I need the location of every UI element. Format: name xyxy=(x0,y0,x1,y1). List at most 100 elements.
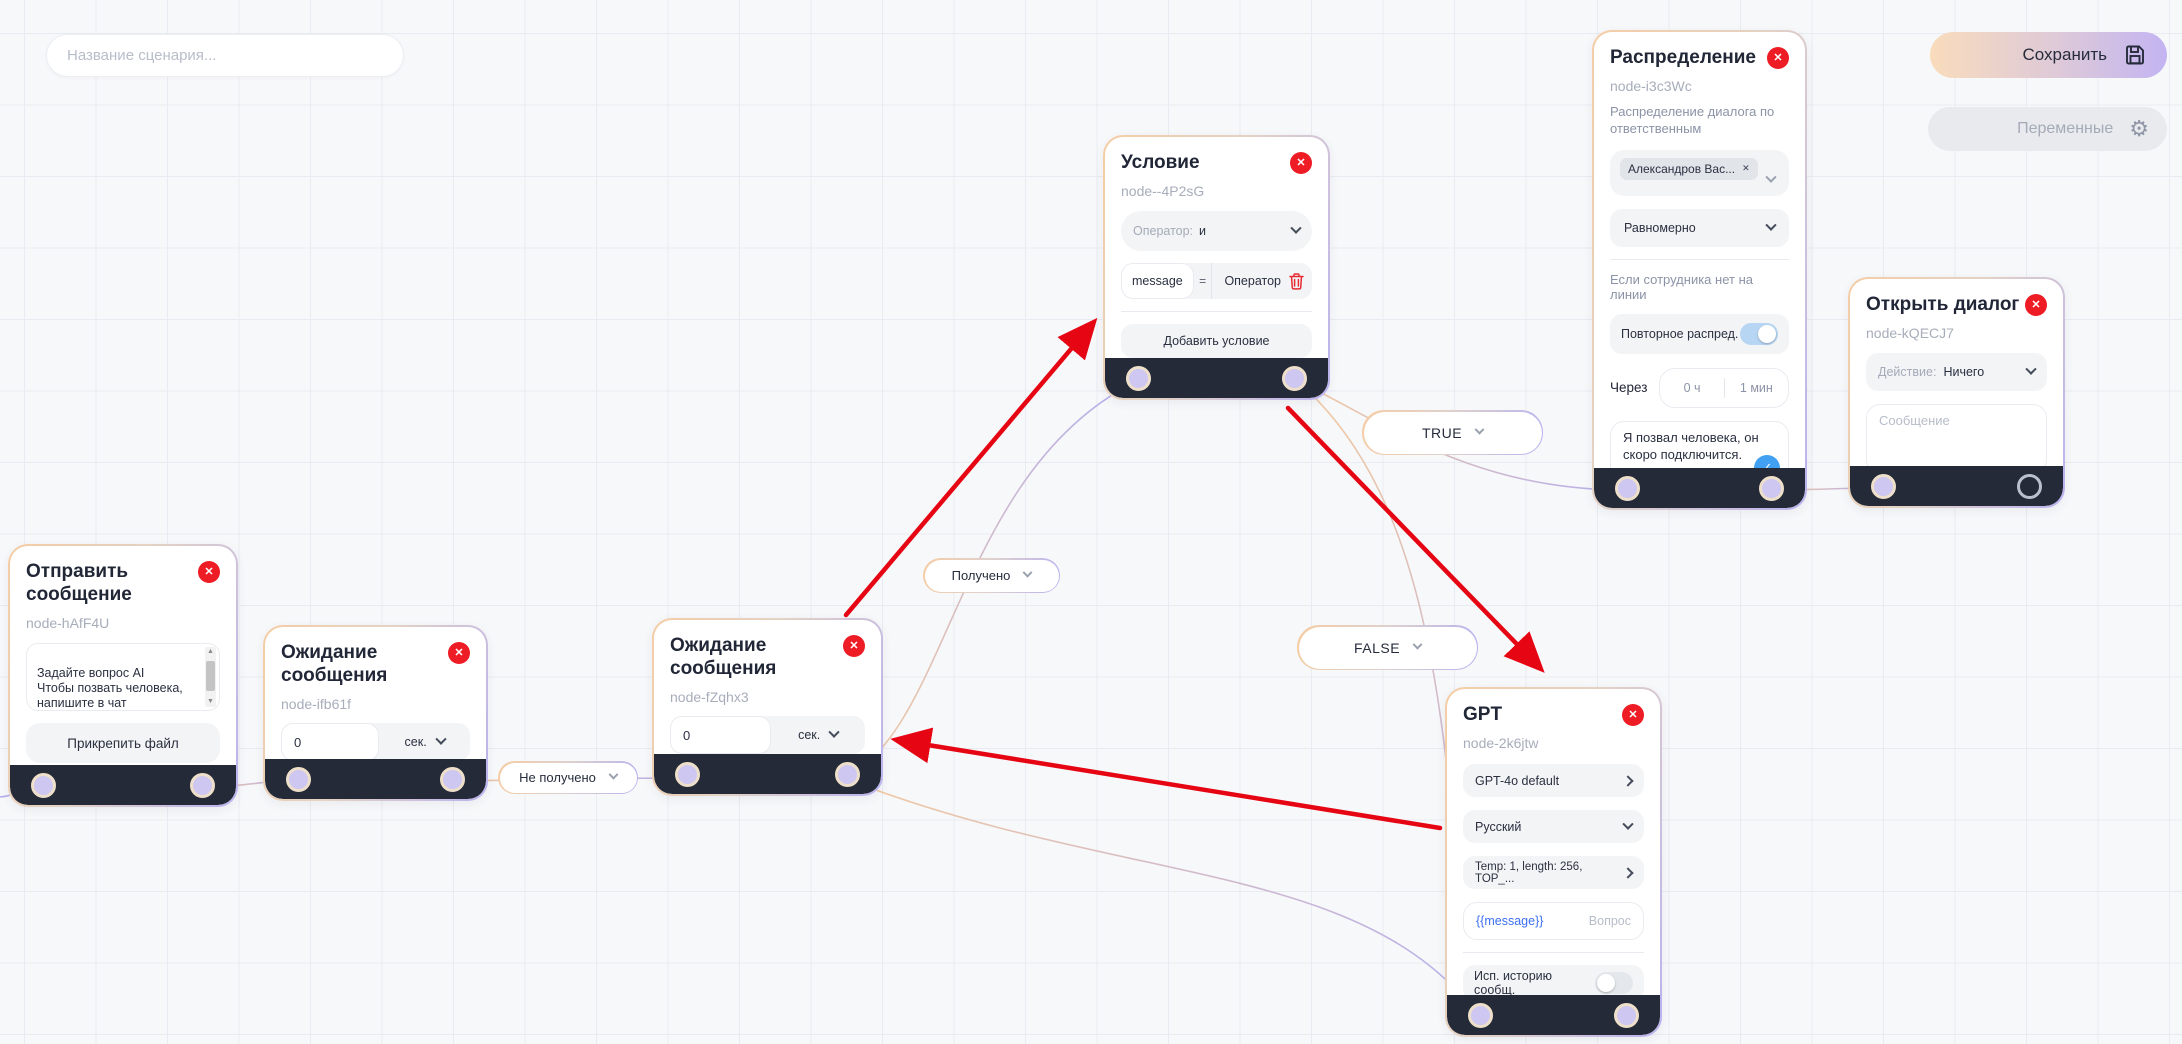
history-label: Исп. историю сообщ. xyxy=(1474,969,1553,998)
node-footer xyxy=(265,759,486,799)
seconds-input[interactable] xyxy=(670,716,772,755)
scroll-down-icon[interactable]: ▼ xyxy=(207,698,214,706)
params-select[interactable]: Temp: 1, length: 256, TOP_... xyxy=(1463,856,1644,890)
assignee-multiselect[interactable]: Александров Вас... ✕ xyxy=(1610,149,1789,196)
condition-field-input[interactable]: message xyxy=(1121,263,1194,300)
scrollbar[interactable]: ▲ ▼ xyxy=(205,647,216,708)
node-title: GPT xyxy=(1463,704,1503,725)
offline-message-text: Я позвал человека, он скоро подключится. xyxy=(1623,429,1759,462)
chevron-down-icon xyxy=(1765,171,1777,183)
node-wait-message-1[interactable]: Ожидание сообщения ✕ node-ifb61f сек. xyxy=(263,625,488,801)
close-icon[interactable]: ✕ xyxy=(1290,152,1312,174)
distribution-mode-select[interactable]: Равномерно xyxy=(1610,208,1789,247)
action-value: Ничего xyxy=(1943,365,1985,380)
input-port[interactable] xyxy=(1871,473,1896,499)
node-title: Распределение xyxy=(1610,47,1756,68)
scroll-up-icon[interactable]: ▲ xyxy=(207,648,214,656)
dialog-message-input[interactable] xyxy=(1866,404,2047,475)
node-title: Ожидание сообщения xyxy=(670,635,777,680)
prompt-input[interactable]: {{message}} Вопрос xyxy=(1463,902,1644,941)
node-open-dialog[interactable]: Открыть диалог ✕ node-kQECJ7 Действие: Н… xyxy=(1848,277,2065,508)
edge-label-not-received[interactable]: Не получено xyxy=(498,761,638,794)
repeat-distribution-row: Повторное распред. xyxy=(1610,313,1789,354)
input-port[interactable] xyxy=(1126,365,1151,391)
edge-label-received[interactable]: Получено xyxy=(923,558,1060,593)
node-id: node-fZqhx3 xyxy=(670,689,749,706)
output-port[interactable] xyxy=(1759,475,1784,501)
chevron-down-icon xyxy=(435,733,447,746)
close-icon[interactable]: ✕ xyxy=(843,635,865,657)
action-select[interactable]: Действие: Ничего xyxy=(1866,353,2047,392)
language-select[interactable]: Русский xyxy=(1463,810,1644,844)
edge-label-true[interactable]: TRUE xyxy=(1362,410,1543,455)
seconds-input[interactable] xyxy=(281,723,380,762)
output-port[interactable] xyxy=(190,772,215,798)
close-icon[interactable]: ✕ xyxy=(2025,294,2047,316)
node-title: Открыть диалог xyxy=(1866,294,2020,315)
save-icon xyxy=(2126,45,2144,65)
unit-label: сек. xyxy=(404,735,427,750)
message-text: Задайте вопрос AI Чтобы позвать человека… xyxy=(37,665,183,711)
toggle-knob xyxy=(1758,324,1776,343)
save-button[interactable]: Сохранить xyxy=(1930,32,2167,78)
add-condition-button[interactable]: Добавить условие xyxy=(1121,324,1312,359)
node-gpt[interactable]: GPT ✕ node-2k6jtw GPT-4o default Русский… xyxy=(1445,687,1662,1037)
repeat-distribution-toggle[interactable] xyxy=(1740,322,1778,345)
output-port[interactable] xyxy=(1614,1002,1639,1028)
scenario-name-input[interactable] xyxy=(46,34,404,77)
close-icon[interactable]: ✕ xyxy=(198,561,220,583)
node-title: Условие xyxy=(1121,152,1200,173)
offline-section-label: Если сотрудника нет на линии xyxy=(1610,271,1753,302)
output-port[interactable] xyxy=(2017,473,2042,499)
close-icon[interactable]: ✕ xyxy=(448,642,470,664)
node-id: node-2k6jtw xyxy=(1463,735,1539,752)
node-wait-message-2[interactable]: Ожидание сообщения ✕ node-fZqhx3 сек. xyxy=(652,618,883,796)
hours-input[interactable]: 0 ч xyxy=(1683,380,1701,395)
chip-remove-icon[interactable]: ✕ xyxy=(1742,163,1750,174)
node-send-message[interactable]: Отправить сообщение ✕ node-hAfF4U Задайт… xyxy=(8,544,238,807)
variables-button-label: Переменные xyxy=(2017,120,2114,137)
model-select[interactable]: GPT-4o default xyxy=(1463,764,1644,798)
close-icon[interactable]: ✕ xyxy=(1622,704,1644,726)
after-delay-row: Через 0 ч 1 мин xyxy=(1610,367,1789,408)
chevron-down-icon xyxy=(2025,363,2037,376)
output-port[interactable] xyxy=(835,761,860,787)
node-condition[interactable]: Условие ✕ node--4P2sG Оператор: и messag… xyxy=(1103,135,1330,400)
edge-label-false[interactable]: FALSE xyxy=(1297,625,1478,670)
variables-button[interactable]: Переменные ⚙ xyxy=(1928,107,2167,151)
unit-select[interactable]: сек. xyxy=(771,716,865,754)
message-text-input[interactable]: Задайте вопрос AI Чтобы позвать человека… xyxy=(26,643,220,712)
wait-duration-row: сек. xyxy=(281,723,470,762)
history-toggle[interactable] xyxy=(1595,972,1633,995)
input-port[interactable] xyxy=(1468,1002,1493,1028)
operator-select[interactable]: Оператор: и xyxy=(1121,211,1312,252)
comparator-select[interactable]: = xyxy=(1194,263,1213,300)
chevron-down-icon xyxy=(1290,222,1302,235)
trash-icon[interactable] xyxy=(1289,272,1304,290)
unit-select[interactable]: сек. xyxy=(379,723,470,761)
scroll-thumb[interactable] xyxy=(206,661,215,692)
input-port[interactable] xyxy=(675,761,700,787)
node-id: node-i3c3Wc xyxy=(1610,78,1692,95)
edge-label-text: TRUE xyxy=(1421,424,1463,441)
node-distribution[interactable]: Распределение ✕ node-i3c3Wc Распределени… xyxy=(1592,30,1807,510)
attach-file-button[interactable]: Прикрепить файл xyxy=(26,723,220,764)
close-icon[interactable]: ✕ xyxy=(1767,47,1789,69)
minutes-input[interactable]: 1 мин xyxy=(1739,380,1773,395)
input-port[interactable] xyxy=(286,766,311,792)
chevron-down-icon xyxy=(828,726,840,739)
model-value: GPT-4o default xyxy=(1475,773,1560,788)
node-description: Распределение диалога по ответственным xyxy=(1610,104,1775,137)
condition-value-input[interactable]: Оператор xyxy=(1212,263,1312,299)
edge-label-text: Получено xyxy=(951,568,1011,583)
assignee-chip[interactable]: Александров Вас... ✕ xyxy=(1620,157,1758,180)
input-port[interactable] xyxy=(1615,475,1640,501)
output-port[interactable] xyxy=(1282,365,1307,391)
input-port[interactable] xyxy=(31,772,56,798)
prompt-variable: {{message}} xyxy=(1476,914,1544,929)
after-label: Через xyxy=(1610,380,1648,396)
chevron-down-icon xyxy=(1765,219,1777,231)
output-port[interactable] xyxy=(440,766,465,792)
